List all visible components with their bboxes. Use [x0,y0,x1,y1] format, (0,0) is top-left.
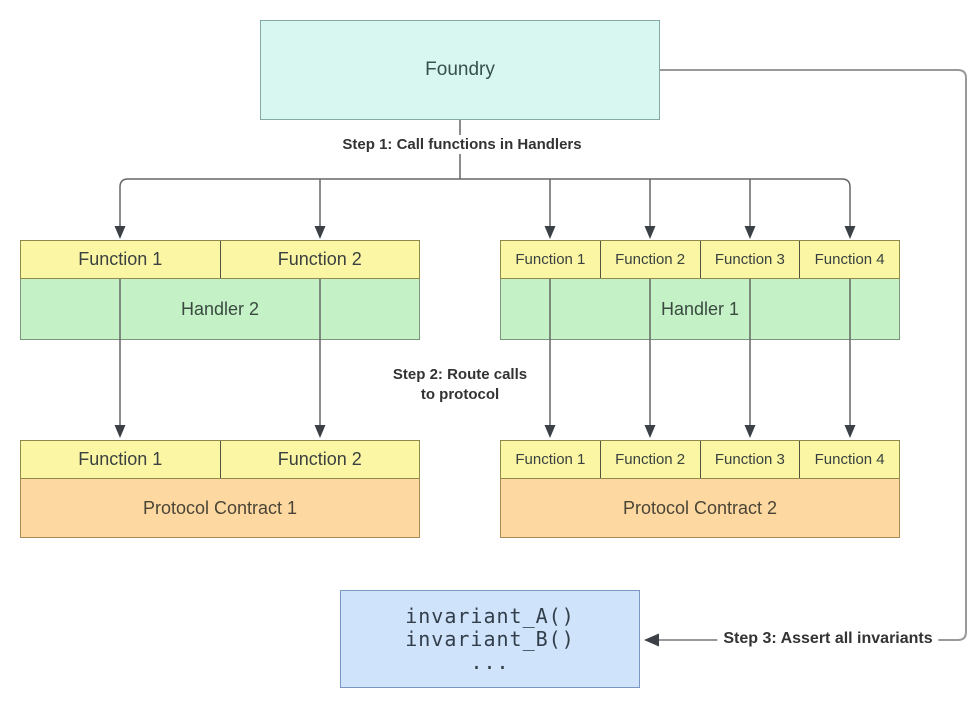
handler1-table: Function 1 Function 2 Function 3 Functio… [500,240,900,340]
protocol2-function-row: Function 1 Function 2 Function 3 Functio… [500,440,900,479]
invariants-arrowhead-icon [644,633,659,647]
handler1-function-3-cell: Function 3 [699,241,800,278]
fanout-arrowheads [114,226,856,239]
foundry-label: Foundry [425,59,495,80]
protocol1-function-1-cell: Function 1 [78,449,163,469]
step2-label-line2: to protocol [420,386,500,403]
step2-label-line1: Step 2: Route calls [392,366,528,383]
handler1-function-1-cell: Function 1 [515,251,586,268]
handler-to-protocol-arrowheads [114,425,856,438]
handler2-band: Handler 2 [20,279,420,340]
protocol1-function-2-cell: Function 2 [219,441,420,478]
step1-label: Step 1: Call functions in Handlers [336,135,588,154]
invariant-line-b: invariant_B() [405,626,575,651]
protocol2-function-4-cell: Function 4 [799,441,899,478]
protocol1-table: Function 1 Function 2 Protocol Contract … [20,440,420,538]
protocol2-function-2-cell: Function 2 [599,441,700,478]
handler2-title: Handler 2 [180,298,260,319]
protocol2-table: Function 1 Function 2 Function 3 Functio… [500,440,900,538]
handler2-function-1-cell: Function 1 [78,249,163,269]
step3-label: Step 3: Assert all invariants [717,629,939,649]
protocol2-function-3-cell: Function 3 [699,441,800,478]
handler1-function-4-cell: Function 4 [799,241,899,278]
protocol1-band: Protocol Contract 1 [20,479,420,538]
handler1-band: Handler 1 [500,279,900,340]
handler1-function-2-cell: Function 2 [599,241,700,278]
invariants-box: invariant_A() invariant_B() ... [340,590,640,688]
protocol2-band: Protocol Contract 2 [500,479,900,538]
step2-label: Step 2: Route calls to protocol [386,364,534,406]
handler2-table: Function 1 Function 2 Handler 2 [20,240,420,340]
handler1-title: Handler 1 [660,298,740,319]
foundry-to-invariants-connector [658,69,967,641]
handler2-function-2-cell: Function 2 [219,241,420,278]
invariant-line-a: invariant_A() [405,603,575,628]
protocol1-title: Protocol Contract 1 [142,497,298,518]
protocol2-title: Protocol Contract 2 [622,497,778,518]
invariant-line-ellipsis: ... [470,649,510,674]
protocol1-function-row: Function 1 Function 2 [20,440,420,479]
protocol2-function-1-cell: Function 1 [515,451,586,468]
foundry-box: Foundry [260,20,660,120]
handler1-function-row: Function 1 Function 2 Function 3 Functio… [500,240,900,279]
handler2-function-row: Function 1 Function 2 [20,240,420,279]
